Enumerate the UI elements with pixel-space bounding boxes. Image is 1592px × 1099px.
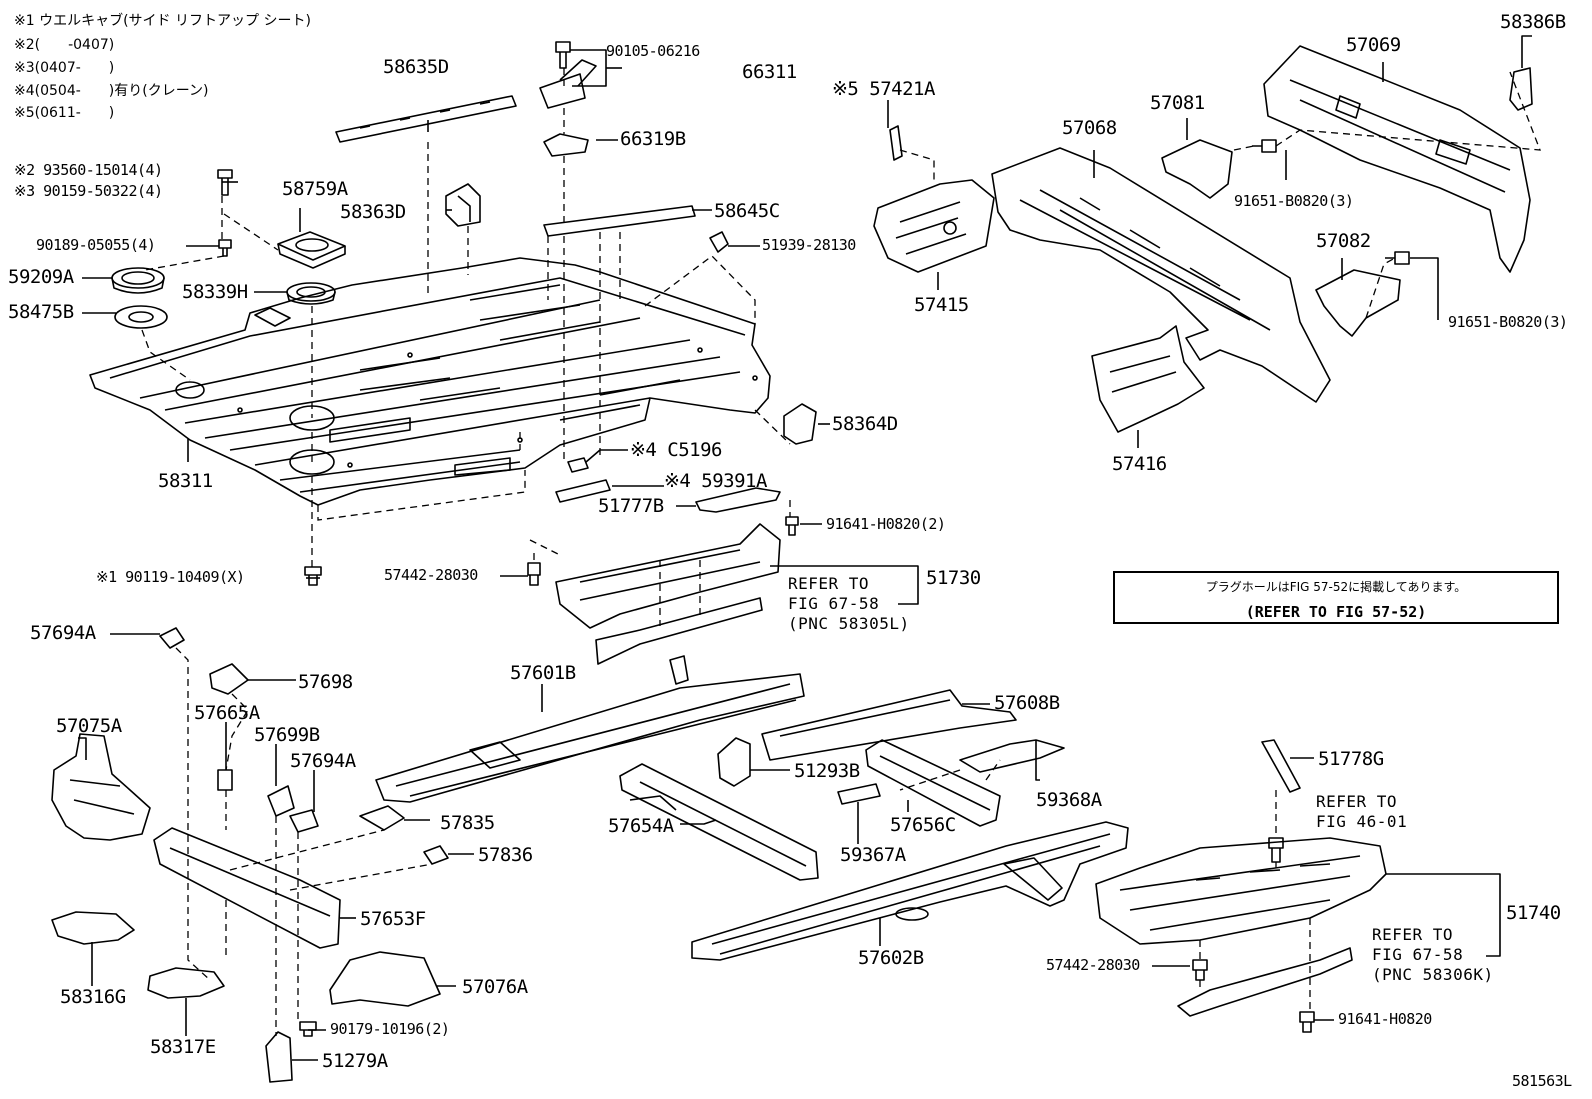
part-57653F[interactable]: 57653F [360,908,426,930]
plug-hole-note-box: プラグホールはFIG 57-52に掲載してあります。 (REFER TO FIG… [1113,571,1559,624]
part-90119-10409[interactable]: ※1 90119-10409(X) [96,568,245,586]
part-57694A-top[interactable]: 57694A [30,622,96,644]
note-3: ※3(0407- ) [14,60,115,76]
part-58316G[interactable]: 58316G [60,986,126,1008]
part-58635D[interactable]: 58635D [383,56,449,78]
part-66319B[interactable]: 66319B [620,128,686,150]
notebox-japanese: プラグホールはFIG 57-52に掲載してあります。 [1205,580,1467,594]
part-57076A[interactable]: 57076A [462,976,528,998]
part-58645C[interactable]: 58645C [714,200,780,222]
part-90159-50322[interactable]: ※3 90159-50322(4) [14,182,163,200]
note-1: ※1 ウエルキャブ(サイド リフトアップ シート) [14,13,311,29]
part-59368A[interactable]: 59368A [1036,789,1102,811]
part-57442-28030-lower[interactable]: 57442-28030 [1046,956,1140,974]
part-66311[interactable]: 66311 [742,61,797,83]
part-58339H[interactable]: 58339H [182,281,248,303]
refer-line: FIG 67-58 [1372,945,1464,964]
part-57421A[interactable]: ※5 57421A [832,78,935,100]
part-59367A[interactable]: 59367A [840,844,906,866]
refer-block-51740[interactable]: REFER TO FIG 67-58 (PNC 58306K) [1372,925,1494,985]
notebox-english[interactable]: (REFER TO FIG 57-52) [1245,603,1427,621]
part-51730[interactable]: 51730 [926,567,981,589]
part-51279A[interactable]: 51279A [322,1050,388,1072]
note-5: ※5(0611- ) [14,105,115,121]
part-57082[interactable]: 57082 [1316,230,1371,252]
part-57698[interactable]: 57698 [298,671,353,693]
part-57836[interactable]: 57836 [478,844,533,866]
part-57416[interactable]: 57416 [1112,453,1167,475]
part-57699B[interactable]: 57699B [254,724,320,746]
part-93560-15014[interactable]: ※2 93560-15014(4) [14,161,163,179]
part-58317E[interactable]: 58317E [150,1036,216,1058]
refer-block-51730[interactable]: REFER TO FIG 67-58 (PNC 58305L) [788,574,910,634]
refer-line: (PNC 58305L) [788,614,910,633]
refer-line: FIG 67-58 [788,594,880,613]
part-58364D[interactable]: 58364D [832,413,898,435]
part-51778G[interactable]: 51778G [1318,748,1384,770]
figure-number: 581563L [1512,1072,1572,1090]
part-C5196[interactable]: ※4 C5196 [630,439,723,461]
part-57656C[interactable]: 57656C [890,814,956,836]
part-57069[interactable]: 57069 [1346,34,1401,56]
note-4: ※4(0504- )有り(クレーン) [14,83,209,99]
part-51740[interactable]: 51740 [1506,902,1561,924]
part-57601B[interactable]: 57601B [510,662,576,684]
part-91651-B0820-top[interactable]: 91651-B0820(3) [1234,192,1354,210]
part-57415[interactable]: 57415 [914,294,969,316]
part-57602B[interactable]: 57602B [858,947,924,969]
note-2: ※2( -0407) [14,37,115,53]
part-57442-28030-upper[interactable]: 57442-28030 [384,566,478,584]
part-57835[interactable]: 57835 [440,812,495,834]
refer-line: FIG 46-01 [1316,812,1408,831]
part-57694A-mid[interactable]: 57694A [290,750,356,772]
part-59209A[interactable]: 59209A [8,266,74,288]
refer-line: (PNC 58306K) [1372,965,1494,984]
refer-line: REFER TO [1372,925,1454,944]
part-58363D[interactable]: 58363D [340,201,406,223]
part-90179-10196[interactable]: 90179-10196(2) [330,1020,450,1038]
part-57075A[interactable]: 57075A [56,715,122,737]
part-51777B[interactable]: 51777B [598,495,664,517]
part-51939-28130[interactable]: 51939-28130 [762,236,856,254]
part-51293B[interactable]: 51293B [794,760,860,782]
floor-pan-58311 [89,257,771,506]
part-58475B[interactable]: 58475B [8,301,74,323]
part-57081[interactable]: 57081 [1150,92,1205,114]
part-58759A[interactable]: 58759A [282,178,348,200]
refer-line: REFER TO [1316,792,1398,811]
part-57665A[interactable]: 57665A [194,702,260,724]
part-90105-06216[interactable]: 90105-06216 [606,42,700,60]
part-90189-05055[interactable]: 90189-05055(4) [36,236,156,254]
refer-block-fig46[interactable]: REFER TO FIG 46-01 [1316,792,1407,832]
refer-line: REFER TO [788,574,870,593]
part-57654A[interactable]: 57654A [608,815,674,837]
part-57608B[interactable]: 57608B [994,692,1060,714]
part-59391A[interactable]: ※4 59391A [664,470,767,492]
part-58386B[interactable]: 58386B [1500,11,1566,33]
part-91641-H0820-2[interactable]: 91641-H0820(2) [826,515,946,533]
part-91641-H0820[interactable]: 91641-H0820 [1338,1010,1432,1028]
part-91651-B0820-bottom[interactable]: 91651-B0820(3) [1448,313,1568,331]
part-57068[interactable]: 57068 [1062,117,1117,139]
part-58311[interactable]: 58311 [158,470,213,492]
